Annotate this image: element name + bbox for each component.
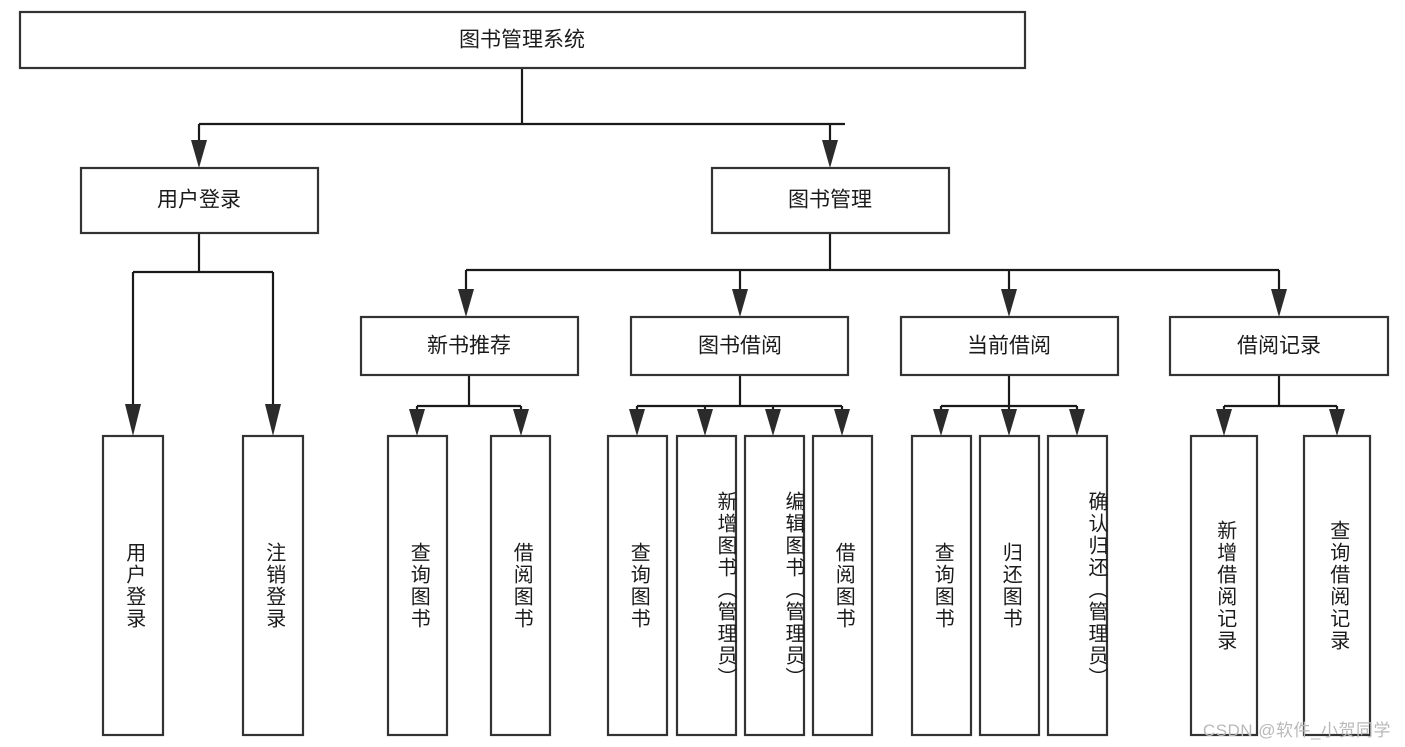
node-current-borrow[interactable]: 当前借阅 (899, 315, 1120, 377)
leaf-box-new-book-2[interactable] (489, 434, 552, 737)
arrow-head-cb-leaf-1 (933, 409, 949, 436)
node-root[interactable]: 图书管理系统 (18, 10, 1027, 70)
node-book-management-box[interactable] (710, 166, 951, 235)
arrow-head-bb-leaf-2 (697, 409, 713, 436)
node-borrow-record[interactable]: 借阅记录 (1168, 315, 1390, 377)
node-new-book-recommend-box[interactable] (359, 315, 580, 377)
leaf-box-user-login-2[interactable] (241, 434, 305, 737)
connector-group-current-borrow (933, 375, 1085, 436)
node-borrow-record-box[interactable] (1168, 315, 1390, 377)
arrow-head-new-book (458, 289, 474, 317)
node-current-borrow-box[interactable] (899, 315, 1120, 377)
leaf-box-book-borrow-3[interactable] (743, 434, 806, 737)
watermark-text: CSDN @软件_小贺同学 (1202, 721, 1391, 740)
leaf-box-book-borrow-4[interactable] (811, 434, 874, 737)
arrow-head-nb-leaf-2 (513, 409, 529, 436)
arrow-head-cb-leaf-2 (1001, 409, 1017, 436)
arrow-head-book-mgmt (822, 140, 838, 168)
node-new-book-recommend-label: 新书推荐 (427, 335, 511, 358)
connector-group-book-mgmt (458, 233, 1287, 317)
node-book-management-label: 图书管理 (788, 189, 872, 212)
leaf-box-book-borrow-2[interactable] (675, 434, 738, 737)
arrow-head-user-login (191, 140, 207, 168)
arrow-head-borrow-record (1271, 289, 1287, 317)
leaf-box-new-book-1[interactable] (386, 434, 449, 737)
connector-group-root (191, 69, 845, 168)
arrow-head-leaf-logout (265, 404, 281, 436)
node-user-login-label: 用户登录 (157, 189, 241, 212)
arrow-head-current-borrow (1001, 289, 1017, 317)
node-book-borrow-label: 图书借阅 (698, 335, 782, 358)
leaf-box-book-borrow-1[interactable] (606, 434, 669, 737)
node-root-box[interactable] (18, 10, 1027, 70)
leaf-box-borrow-record-1[interactable] (1189, 434, 1259, 737)
node-user-login-box[interactable] (79, 166, 320, 235)
arrow-head-nb-leaf-1 (409, 409, 425, 436)
arrow-head-br-leaf-1 (1216, 409, 1232, 436)
node-book-borrow[interactable]: 图书借阅 (629, 315, 850, 377)
connector-group-book-borrow (629, 375, 850, 436)
leaf-box-current-borrow-1[interactable] (910, 434, 973, 737)
node-book-borrow-box[interactable] (629, 315, 850, 377)
node-current-borrow-label: 当前借阅 (967, 335, 1051, 358)
arrow-head-bb-leaf-4 (834, 409, 850, 436)
node-root-label: 图书管理系统 (459, 29, 585, 52)
node-user-login[interactable]: 用户登录 (79, 166, 320, 235)
node-new-book-recommend[interactable]: 新书推荐 (359, 315, 580, 377)
arrow-head-book-borrow (732, 289, 748, 317)
arrow-head-bb-leaf-1 (629, 409, 645, 436)
connector-group-new-book (409, 375, 529, 436)
leaf-box-borrow-record-2[interactable] (1302, 434, 1372, 737)
arrow-head-bb-leaf-3 (765, 409, 781, 436)
arrow-head-br-leaf-2 (1329, 409, 1345, 436)
node-borrow-record-label: 借阅记录 (1237, 335, 1321, 358)
leaf-box-current-borrow-3[interactable] (1046, 434, 1109, 737)
connector-group-borrow-record (1216, 375, 1345, 436)
arrow-head-cb-leaf-3 (1069, 409, 1085, 436)
leaf-box-user-login-1[interactable] (101, 434, 165, 737)
arrow-head-leaf-user-login (125, 404, 141, 436)
node-book-management[interactable]: 图书管理 (710, 166, 951, 235)
connector-group-user-login (125, 233, 281, 436)
leaf-box-current-borrow-2[interactable] (978, 434, 1041, 737)
